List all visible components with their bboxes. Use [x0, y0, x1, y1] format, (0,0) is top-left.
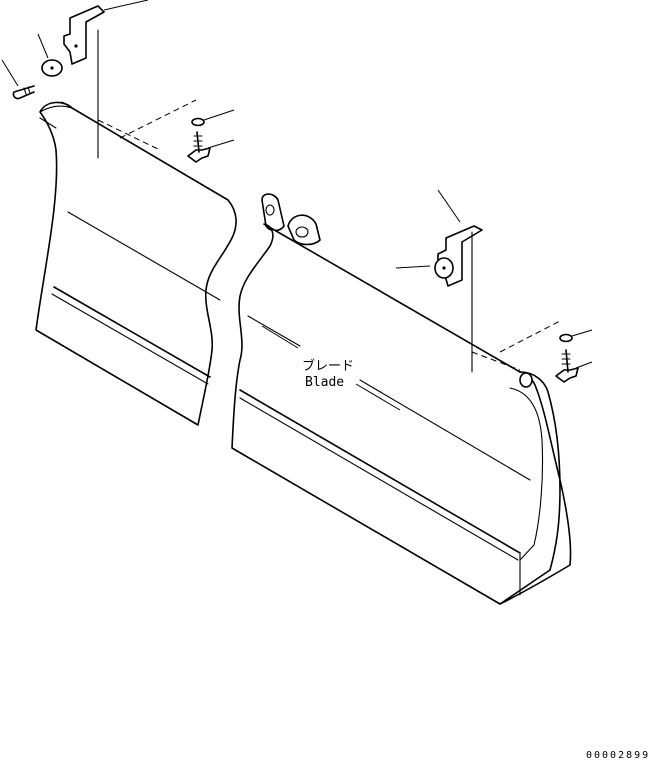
blade-right-crease-b — [359, 379, 531, 481]
leader-washer-right — [571, 329, 593, 337]
blade-right-end-plate — [499, 371, 561, 605]
fastener-left — [119, 99, 235, 163]
leader-blade-right — [355, 383, 401, 411]
blade-right-crease-a — [247, 315, 301, 347]
blade-left-edge-lower — [51, 293, 209, 385]
blade-right-edge-lower — [239, 397, 519, 561]
blade-right-section — [231, 223, 572, 605]
blade-end-hole — [519, 372, 533, 388]
blade-left-body — [35, 101, 237, 426]
blade-right-edge-upper — [239, 389, 521, 554]
leader-bracket-left — [103, 0, 149, 11]
leader-bolt-left — [1, 59, 19, 87]
washer-right — [559, 333, 573, 343]
blade-left-top-detail — [39, 117, 57, 129]
leader-blade-left — [261, 325, 299, 349]
leader-wingnut-right — [575, 361, 593, 369]
marker-bracket-right — [395, 189, 521, 373]
wing-nut-right — [555, 367, 579, 383]
marker-bracket-left — [1, 0, 161, 159]
lifting-eyes — [261, 193, 321, 246]
blade-right-end-curve — [509, 387, 544, 561]
fastener-right — [499, 319, 593, 383]
blade-callout: ブレード Blade — [261, 325, 401, 411]
leader-wingnut-left — [207, 139, 235, 149]
blade-left-crease — [67, 211, 221, 301]
washer-left — [191, 117, 205, 127]
leader-bracket-right — [437, 189, 461, 223]
leader-reflector-right — [395, 265, 431, 269]
wing-nut-left — [187, 147, 211, 163]
drawing-code: 00002899 — [586, 750, 650, 761]
blade-label-en: Blade — [305, 375, 344, 390]
lifting-eye-right — [287, 214, 321, 246]
blade-left-section — [35, 101, 237, 426]
bracket-left — [63, 5, 105, 65]
leader-reflector-left — [37, 33, 49, 59]
leader-washer-left — [203, 109, 235, 121]
blade-label-jp: ブレード — [302, 358, 354, 374]
blade-left-top-lip — [39, 101, 73, 113]
lifting-eye-left — [261, 193, 285, 232]
blade-left-edge-upper — [53, 286, 211, 378]
